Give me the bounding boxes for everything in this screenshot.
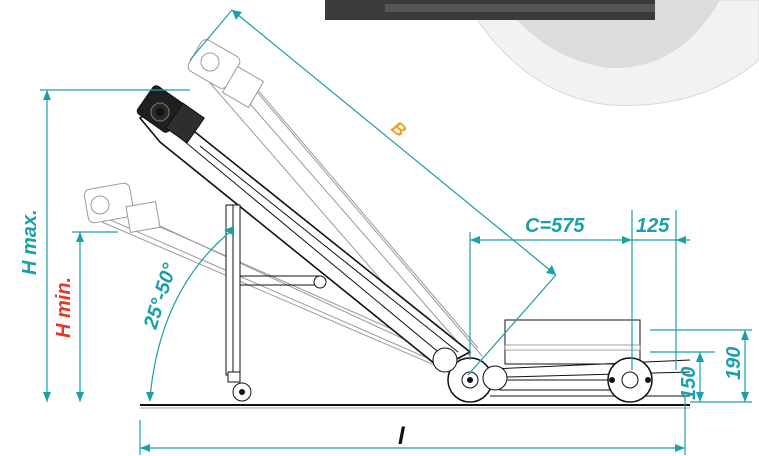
label-l: l: [398, 423, 406, 450]
dimension-l: [139, 395, 686, 455]
angle-arc: [149, 231, 231, 399]
label-h-max: H max.: [19, 209, 41, 275]
conveyor-base: [432, 319, 691, 403]
dimension-h-max: [40, 89, 190, 402]
background-decoration: [325, 0, 759, 106]
dimension-heights: [650, 329, 752, 403]
dimension-b: [189, 9, 557, 376]
label-b: B: [387, 117, 410, 141]
label-150: 150: [678, 367, 700, 400]
conveyor-min-position: [83, 182, 463, 377]
label-190: 190: [723, 347, 745, 380]
dimension-h-min: [72, 231, 118, 402]
label-c: C=575: [525, 215, 585, 237]
conveyor-main: [136, 85, 472, 402]
label-c-offset: 125: [636, 215, 670, 237]
label-angle: 25°-50°: [140, 260, 182, 333]
label-h-min: H min.: [53, 277, 75, 338]
dimension-c: [469, 210, 690, 370]
